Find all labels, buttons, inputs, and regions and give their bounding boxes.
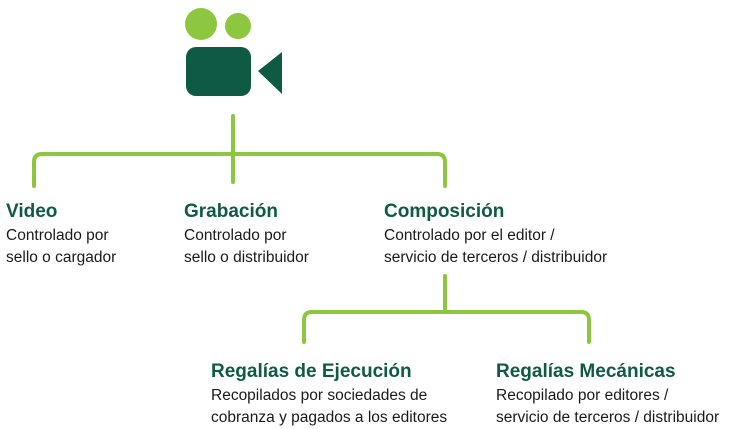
node-desc-line: Controlado por xyxy=(184,227,287,244)
camera-reel-right xyxy=(225,13,251,39)
node-desc-line: sello o distribuidor xyxy=(184,249,309,266)
node-desc-regalias-ejecucion: Recopilados por sociedades de cobranza y… xyxy=(211,385,447,429)
node-title-regalias-mecanicas: Regalías Mecánicas xyxy=(496,361,676,382)
node-desc-line: Controlado por el editor / xyxy=(384,227,555,244)
node-composicion: Composición Controlado por el editor / s… xyxy=(384,201,607,269)
node-video: Video Controlado por sello o cargador xyxy=(6,201,116,269)
node-desc-video: Controlado por sello o cargador xyxy=(6,225,116,269)
camera-lens xyxy=(258,52,282,94)
camera-body xyxy=(186,47,251,96)
node-regalias-mecanicas: Regalías Mecánicas Recopilado por editor… xyxy=(496,361,719,429)
node-desc-regalias-mecanicas: Recopilado por editores / servicio de te… xyxy=(496,385,719,429)
node-desc-line: servicio de terceros / distribuidor xyxy=(384,249,608,266)
node-title-regalias-ejecucion: Regalías de Ejecución xyxy=(211,361,412,382)
camera-reel-left xyxy=(185,8,217,40)
node-title-composicion: Composición xyxy=(384,201,505,222)
node-desc-line: servicio de terceros / distribuidor xyxy=(496,409,720,426)
connector-top-branch xyxy=(32,152,447,188)
node-desc-line: sello o cargador xyxy=(6,249,117,266)
node-desc-line: Recopilado por editores / xyxy=(496,387,669,404)
node-desc-line: cobranza y pagados a los editores xyxy=(211,409,448,426)
node-regalias-ejecucion: Regalías de Ejecución Recopilados por so… xyxy=(211,361,447,429)
connector-bottom-branch xyxy=(302,310,591,344)
node-desc-line: Recopilados por sociedades de xyxy=(211,387,428,404)
node-grabacion: Grabación Controlado por sello o distrib… xyxy=(184,201,309,269)
node-desc-line: Controlado por xyxy=(6,227,109,244)
node-title-grabacion: Grabación xyxy=(184,201,278,222)
node-title-video: Video xyxy=(6,201,58,222)
connector-lines xyxy=(32,114,591,344)
node-desc-composicion: Controlado por el editor / servicio de t… xyxy=(384,225,607,269)
node-desc-grabacion: Controlado por sello o distribuidor xyxy=(184,225,309,269)
video-camera-icon xyxy=(185,8,282,96)
